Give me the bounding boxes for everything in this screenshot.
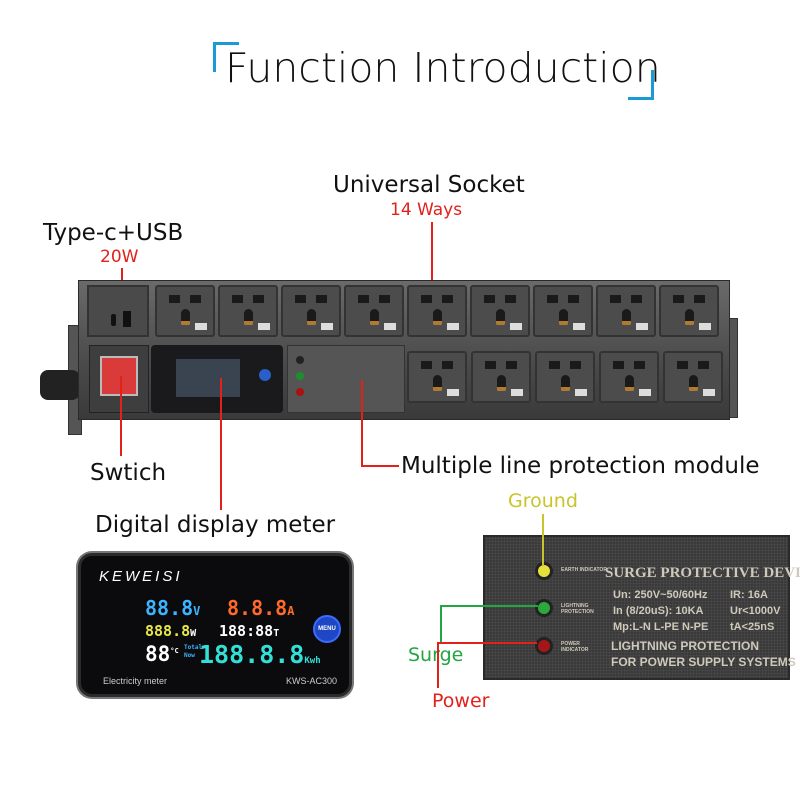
surge-label: Surge (408, 644, 464, 666)
power-indicator-led (535, 637, 553, 655)
power-strip (78, 280, 730, 420)
universal-socket (596, 285, 656, 337)
callout-line (361, 380, 363, 466)
universal-socket (663, 351, 723, 403)
surge-protective-device: EARTH INDICATOR LIGHTNING PROTECTION POW… (483, 535, 800, 680)
meter-caption: Electricity meter (103, 676, 168, 686)
temperature-readout: 88°C (145, 642, 179, 666)
callout-line (437, 642, 537, 644)
universal-socket (344, 285, 404, 337)
current-readout: 8.8.8A (227, 596, 295, 620)
mini-power-led (296, 388, 304, 396)
cable-gland (40, 370, 80, 400)
switch-rocker (100, 356, 138, 396)
lightning-protection-led (535, 599, 553, 617)
callout-line (361, 465, 399, 467)
callout-line (437, 642, 439, 688)
energy-readout: 188.8.8Kwh (199, 640, 321, 669)
voltage-readout: 88.8V (145, 596, 201, 620)
callout-line (440, 606, 442, 644)
callout-line (542, 514, 544, 566)
earth-indicator-led (535, 562, 553, 580)
mini-earth-led (296, 356, 304, 364)
spd-spec: IR: 16A (730, 589, 768, 601)
mini-menu-button (259, 369, 271, 381)
type-c-port (111, 314, 116, 326)
spd-spec: Mp:L-N L-PE N-PE (613, 621, 709, 633)
earth-indicator-label: EARTH INDICATOR (561, 567, 607, 573)
meter-model: KWS-AC300 (286, 676, 338, 686)
spd-spec: Un: 250V~50/60Hz (613, 589, 708, 601)
universal-socket (535, 351, 595, 403)
meter-brand: KEWEISI (99, 568, 183, 585)
type-c-usb-label: Type-c+USB (43, 220, 184, 246)
universal-socket (599, 351, 659, 403)
spd-footer: FOR POWER SUPPLY SYSTEMS (611, 655, 796, 669)
mini-lightning-led (296, 372, 304, 380)
title-bracket-right (628, 70, 654, 100)
lightning-protection-label: LIGHTNING PROTECTION (561, 603, 594, 615)
power-readout: 888.8W (145, 622, 197, 640)
menu-button[interactable]: MENU (313, 615, 341, 643)
callout-line (120, 376, 122, 456)
universal-socket (407, 285, 467, 337)
universal-socket (218, 285, 278, 337)
callout-line (431, 222, 433, 294)
digital-meter: KEWEISI 88.8V 8.8.8A 888.8W 188:88T 88°C… (78, 553, 352, 697)
callout-line (440, 605, 538, 607)
universal-socket (281, 285, 341, 337)
universal-socket (659, 285, 719, 337)
meter-label: Digital display meter (95, 512, 336, 538)
usb-port (123, 311, 131, 327)
time-readout: 188:88T (219, 622, 280, 640)
usb-power-label: 20W (100, 247, 139, 267)
universal-socket (471, 351, 531, 403)
page-title: Function Introduction (225, 44, 661, 92)
spd-spec: tA<25nS (730, 621, 775, 633)
switch-label: Swtich (90, 460, 167, 486)
ways-label: 14 Ways (390, 200, 463, 220)
power-switch[interactable] (89, 345, 149, 413)
universal-socket (155, 285, 215, 337)
power-indicator-label: POWER INDICATOR (561, 641, 589, 653)
mini-protection-module (287, 345, 405, 413)
spd-title: SURGE PROTECTIVE DEVICE (605, 565, 800, 581)
ground-label: Ground (508, 490, 578, 512)
universal-socket-label: Universal Socket (333, 172, 525, 198)
mini-meter (151, 345, 283, 413)
mini-meter-screen (176, 359, 240, 397)
universal-socket (533, 285, 593, 337)
title-bracket-left (213, 42, 239, 72)
spd-spec: Ur<1000V (730, 605, 781, 617)
universal-socket (470, 285, 530, 337)
power-label: Power (432, 690, 490, 712)
usb-module (87, 285, 149, 337)
spd-spec: In (8/20uS): 10KA (613, 605, 704, 617)
spd-footer: LIGHTNING PROTECTION (611, 639, 759, 653)
protection-module-label: Multiple line protection module (401, 453, 760, 479)
callout-line (220, 378, 222, 510)
universal-socket (407, 351, 467, 403)
